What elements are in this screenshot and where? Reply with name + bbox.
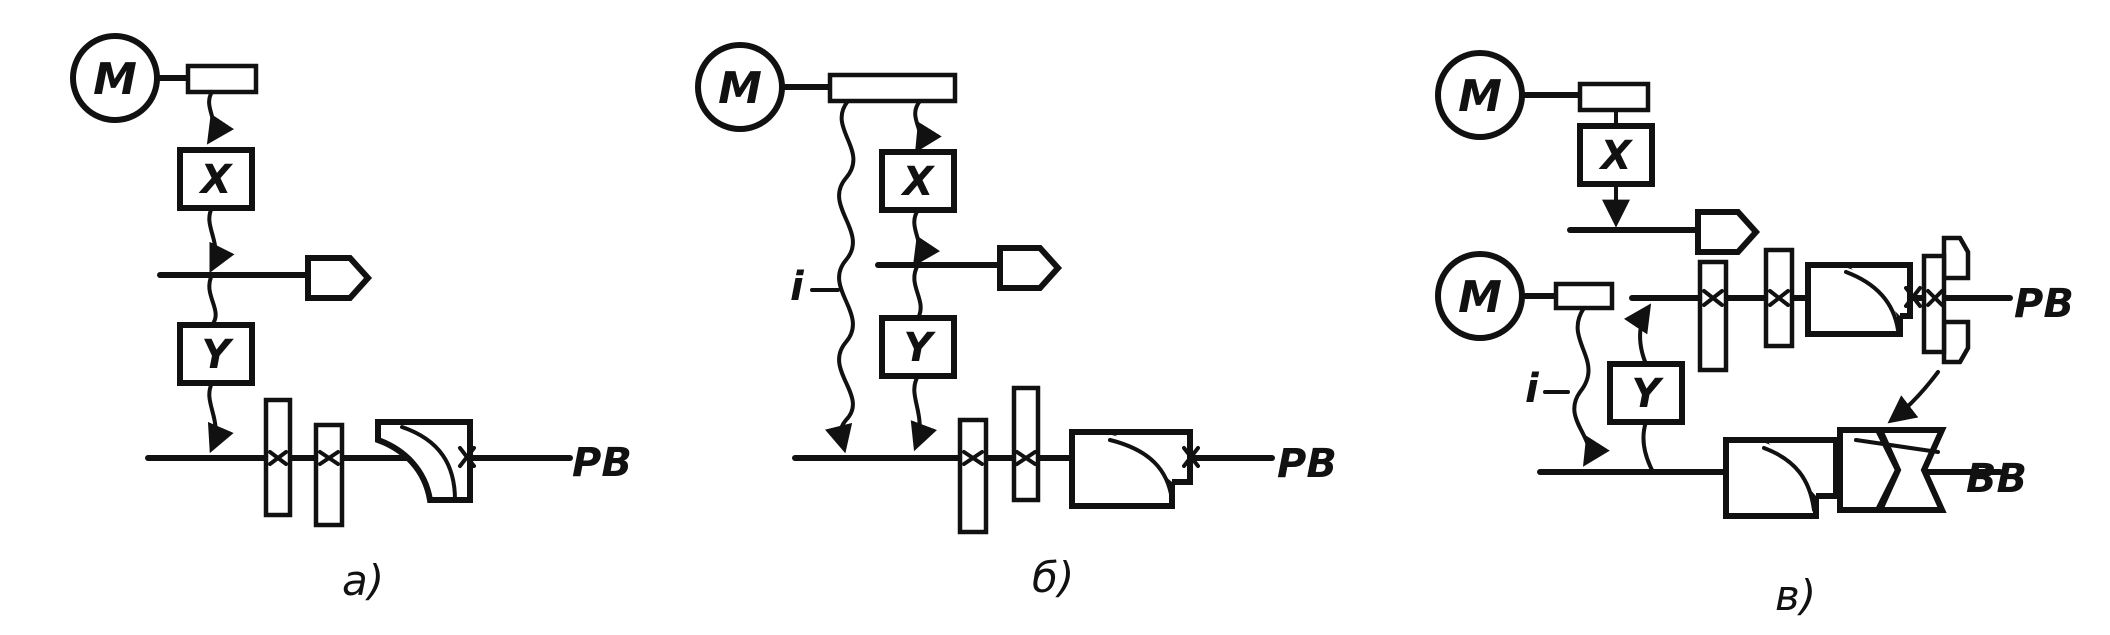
motor-c-2-label: M xyxy=(1458,272,1502,323)
tool-b xyxy=(997,245,1063,291)
output-a-label: PB xyxy=(572,440,632,486)
block-y-a xyxy=(177,322,255,386)
link-a-3 xyxy=(207,273,218,327)
link-a-2 xyxy=(207,206,235,274)
motor-c-1-label: M xyxy=(1458,71,1502,122)
caption-b: б) xyxy=(1032,553,1074,602)
block-x-c xyxy=(1577,123,1655,187)
clutch-c-lower xyxy=(1723,437,1839,519)
output-bb-label: BB xyxy=(1966,456,2027,502)
block-y-a-label: Y xyxy=(202,332,235,378)
block-x-a xyxy=(177,147,255,211)
tool-c xyxy=(1695,209,1761,255)
panel-b: M i X Y PB б) xyxy=(695,42,1337,602)
caption-a: а) xyxy=(342,556,384,605)
motor-a: M xyxy=(70,33,160,123)
link-b-label: i xyxy=(790,264,805,310)
link-b-3 xyxy=(912,263,923,320)
output-b-label: PB xyxy=(1277,441,1337,487)
block-y-c xyxy=(1607,361,1685,425)
link-b-i xyxy=(824,99,856,454)
link-c-i xyxy=(1572,306,1610,467)
block-y-b-label: Y xyxy=(904,325,937,371)
pulley-c-1 xyxy=(1577,81,1651,113)
block-x-b-label: X xyxy=(900,159,936,205)
motor-b: M xyxy=(695,42,785,132)
gear-b-2 xyxy=(1011,385,1041,503)
caption-c: в) xyxy=(1775,571,1816,620)
claw-clutch-c xyxy=(1837,427,1947,513)
link-c-bevel xyxy=(1887,370,1940,424)
bevel-gear-c xyxy=(1921,235,1971,365)
clutch-c-upper xyxy=(1805,262,1913,337)
pulley-c-2 xyxy=(1553,281,1615,311)
block-y-c-label: Y xyxy=(1632,371,1665,417)
motor-b-label: M xyxy=(718,63,762,114)
panel-a: M X Y PB а) xyxy=(70,33,632,605)
link-c-y-up xyxy=(1623,303,1652,366)
pulley-a xyxy=(185,63,259,95)
clutch-b xyxy=(1069,429,1200,509)
link-c-y-down xyxy=(1641,420,1654,472)
gear-a-2 xyxy=(313,422,345,528)
pulley-b xyxy=(827,72,958,104)
clutch-a xyxy=(375,419,476,503)
output-pb-label: PB xyxy=(2014,281,2074,327)
block-x-c-label: X xyxy=(1598,133,1634,179)
gear-c-1 xyxy=(1697,259,1729,373)
motor-c-1: M xyxy=(1435,50,1525,140)
block-x-a-label: X xyxy=(198,157,234,203)
gear-b-1 xyxy=(957,417,989,535)
link-c-label: i xyxy=(1525,366,1540,412)
motor-a-label: M xyxy=(93,54,137,105)
link-a-4 xyxy=(207,381,234,454)
tool-a xyxy=(305,255,373,301)
motor-c-2: M xyxy=(1435,251,1525,341)
panel-c: M X M i xyxy=(1435,50,2074,620)
link-b-2 xyxy=(912,208,941,267)
link-a-1 xyxy=(206,90,235,145)
link-b-1 xyxy=(913,99,942,153)
link-b-4 xyxy=(910,374,937,452)
